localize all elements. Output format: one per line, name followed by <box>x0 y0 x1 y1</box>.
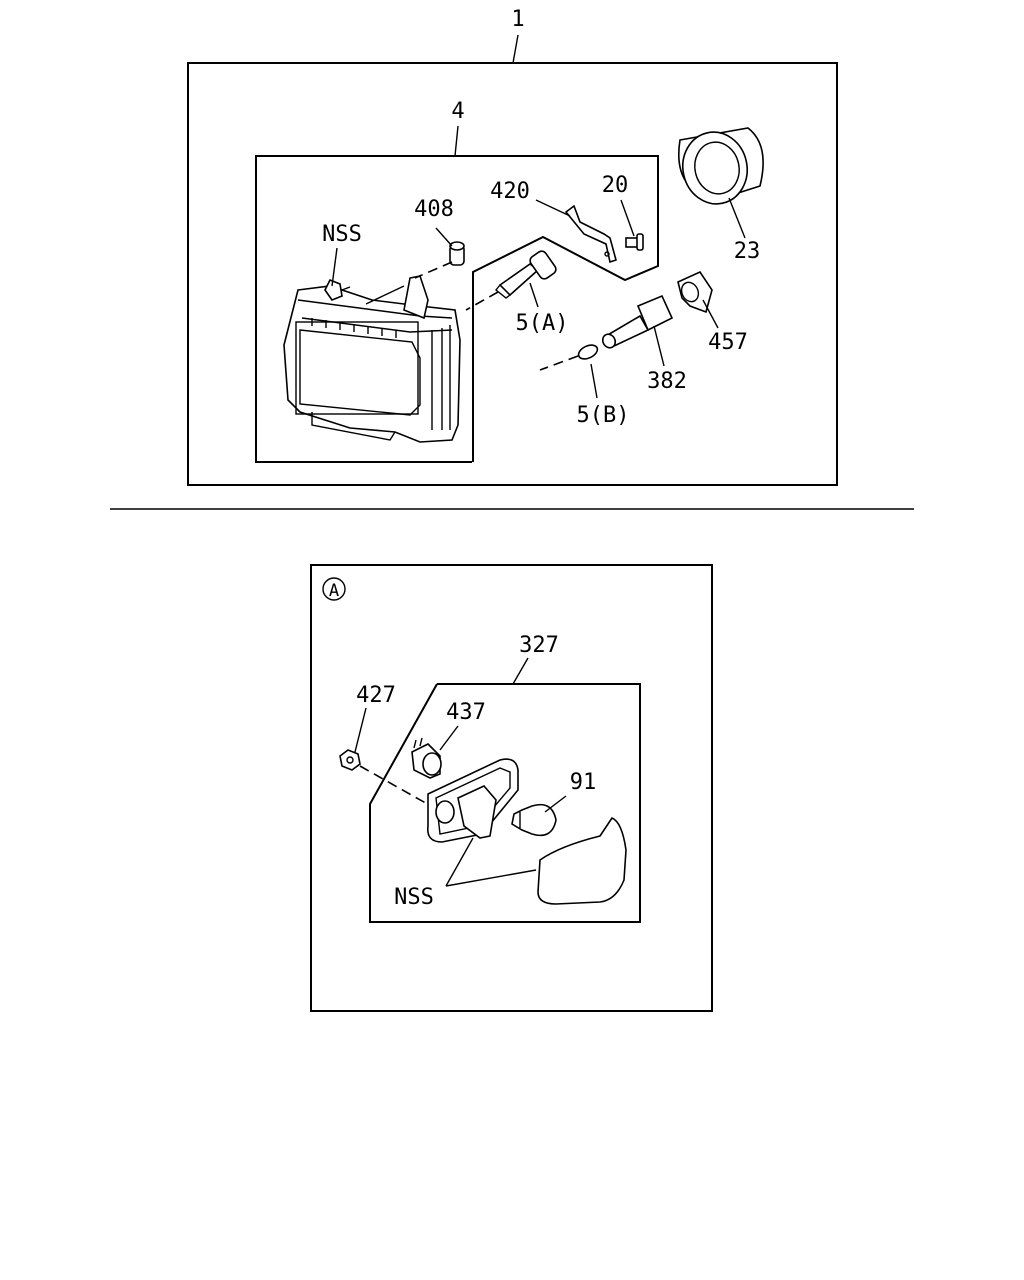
screw-20 <box>625 233 644 251</box>
p382-leader <box>653 325 665 367</box>
p23-leader <box>728 197 746 239</box>
assembly-1-frame <box>187 62 838 486</box>
clip-420 <box>564 204 617 264</box>
p408-leader <box>435 227 453 247</box>
bulb-5b <box>577 344 599 360</box>
p408-label: 408 <box>414 197 454 222</box>
p5b-install-line <box>539 355 579 371</box>
p457-leader <box>702 299 719 329</box>
lamp-bracket <box>403 275 429 320</box>
p420-leader <box>535 199 571 217</box>
p437-leader <box>439 725 459 751</box>
p427-leader <box>354 707 367 753</box>
p5a-install-line <box>465 291 499 311</box>
lamp-housing <box>283 275 461 443</box>
p91-label: 91 <box>570 770 597 795</box>
housing-stud <box>324 278 343 301</box>
lamp-lens <box>537 817 627 905</box>
p23-label: 23 <box>734 239 761 264</box>
p382-label: 382 <box>647 369 687 394</box>
p457-label: 457 <box>708 330 748 355</box>
clip-437 <box>411 737 442 779</box>
bulb-5a <box>495 250 557 299</box>
ring-23 <box>678 127 764 205</box>
assembly-1-leader <box>512 34 519 64</box>
p420-label: 420 <box>490 179 530 204</box>
p427-label: 427 <box>356 683 396 708</box>
detail-a-frame <box>310 564 713 1012</box>
bulb-91 <box>511 803 557 837</box>
view-a-marker-label: A <box>329 581 339 601</box>
p5b-label: 5(B) <box>577 403 630 428</box>
p437-label: 437 <box>446 700 486 725</box>
p20-label: 20 <box>602 173 629 198</box>
p5a-leader <box>529 282 539 308</box>
detail-a-group: A 327 427 437 <box>310 564 713 1012</box>
p91-leader <box>544 795 567 813</box>
socket-382 <box>601 294 674 349</box>
nss-detail-leader-1 <box>445 837 474 887</box>
nss-top-leader <box>331 247 338 287</box>
p5b-leader <box>590 363 598 399</box>
sub-assembly-327-outline <box>369 683 641 923</box>
sub-assembly-327-label: 327 <box>519 633 559 658</box>
assembly-1-label: 1 <box>511 7 524 32</box>
nss-detail-leader-2 <box>445 869 537 887</box>
assembly-1-group: 1 4 NSS <box>187 7 838 486</box>
grommet-408 <box>449 241 465 266</box>
p408-install-line <box>414 261 453 279</box>
nss-detail-label: NSS <box>394 885 434 910</box>
sub-assembly-4-outline <box>255 155 659 463</box>
nut-427 <box>339 749 361 771</box>
view-a-marker-circle <box>322 577 346 601</box>
p5a-label: 5(A) <box>516 311 569 336</box>
sub-assembly-327-leader <box>512 657 529 685</box>
nss-top-label: NSS <box>322 222 362 247</box>
socket-base <box>426 758 519 843</box>
sub-assembly-4-leader <box>454 125 459 157</box>
p20-leader <box>620 199 635 237</box>
sub-assembly-4-label: 4 <box>451 99 464 124</box>
